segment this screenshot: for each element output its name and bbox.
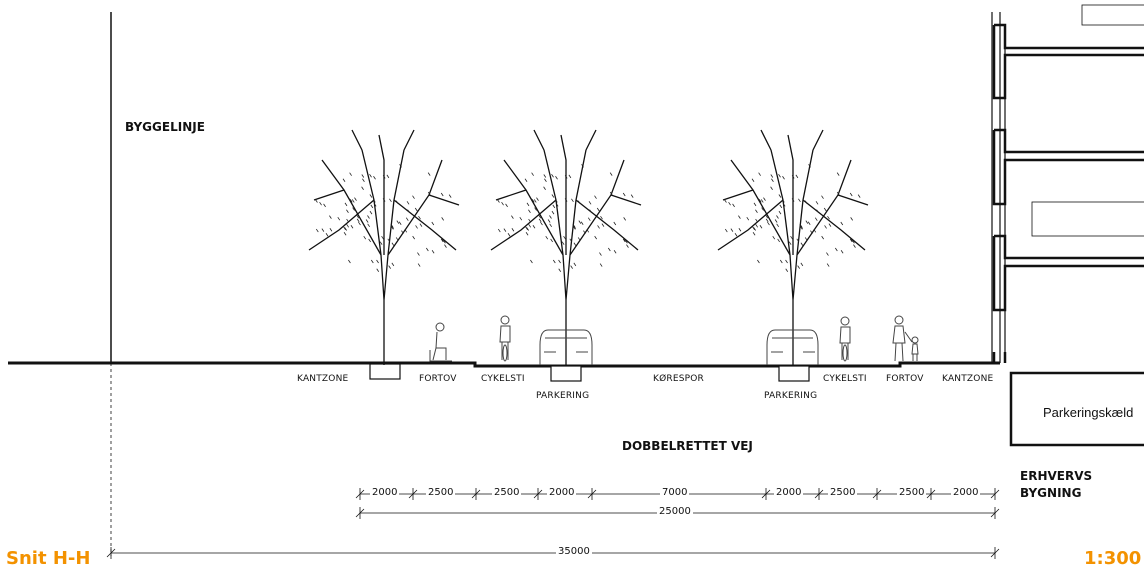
parkeringskaelder-label: Parkeringskæld (1043, 405, 1134, 420)
bygning-label: BYGNING (1020, 486, 1082, 500)
kantzone-right-label: KANTZONE (942, 374, 994, 384)
parkering-right-label: PARKERING (764, 391, 818, 401)
kantzone-left-label: KANTZONE (297, 374, 349, 384)
dim-segment-5: 7000 (660, 487, 690, 498)
cyclist-icon (499, 315, 511, 362)
parkering-left-label: PARKERING (536, 391, 590, 401)
korespor-label: KØRESPOR (653, 374, 705, 384)
ground-profile (8, 361, 1000, 368)
car-icon (539, 329, 593, 365)
dim-segment-6: 2000 (774, 487, 804, 498)
tree (717, 129, 869, 365)
fortov-right-label: FORTOV (886, 374, 924, 384)
tree-pit-parkering-left (550, 365, 582, 382)
car-icon (766, 329, 819, 365)
building-facade (991, 4, 1144, 363)
section-title: Snit H-H (6, 548, 91, 569)
dim-segment-2: 2500 (426, 487, 456, 498)
dim-overall: 35000 (556, 546, 592, 557)
dim-segment-9: 2000 (951, 487, 981, 498)
dim-segment-7: 2500 (828, 487, 858, 498)
tree (308, 129, 460, 365)
cyclist-icon (839, 316, 851, 362)
dim-segment-8: 2500 (897, 487, 927, 498)
dim-segment-4: 2000 (547, 487, 577, 498)
dimension-chain (111, 493, 995, 554)
parking-basement-box (1009, 371, 1144, 447)
byggelinje-label: BYGGELINJE (125, 120, 205, 134)
cykelsti-right-label: CYKELSTI (823, 374, 867, 384)
dim-segment-1: 2000 (370, 487, 400, 498)
cykelsti-left-label: CYKELSTI (481, 374, 525, 384)
dim-road-total: 25000 (657, 506, 693, 517)
erhvervs-label: ERHVERVS (1020, 469, 1093, 483)
fortov-left-label: FORTOV (419, 374, 457, 384)
seated-person-icon (429, 322, 452, 362)
tree (490, 129, 642, 365)
pedestrian-with-child-icon (892, 315, 919, 362)
scale-label: 1:300 (1084, 548, 1142, 569)
tree-pit-parkering-right (778, 365, 810, 382)
dim-segment-3: 2500 (492, 487, 522, 498)
dimension-ticks (106, 488, 1000, 559)
dobbelrettet-vej-label: DOBBELRETTET VEJ (622, 439, 753, 453)
tree-pit-kantzone (369, 363, 401, 380)
